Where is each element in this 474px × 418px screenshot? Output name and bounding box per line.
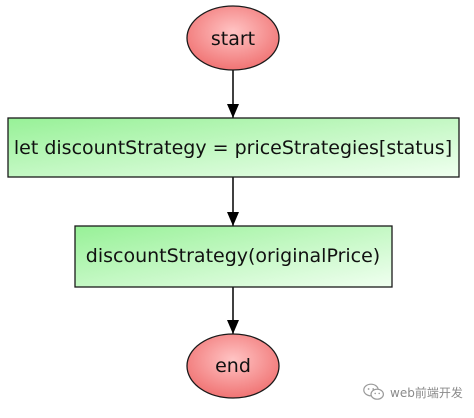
call-label: discountStrategy(originalPrice) bbox=[86, 245, 380, 267]
arrowhead-call-to-end bbox=[227, 320, 239, 334]
assign-node: let discountStrategy = priceStrategies[s… bbox=[7, 117, 460, 178]
arrowhead-assign-to-call bbox=[227, 212, 239, 226]
start-label: start bbox=[211, 28, 255, 50]
wechat-icon bbox=[363, 383, 384, 400]
end-node: end bbox=[186, 333, 280, 399]
call-node: discountStrategy(originalPrice) bbox=[74, 225, 393, 288]
start-node: start bbox=[186, 5, 280, 71]
arrowhead-start-to-assign bbox=[227, 104, 239, 118]
end-label: end bbox=[215, 355, 251, 377]
watermark: web前端开发 bbox=[363, 380, 463, 404]
watermark-text: web前端开发 bbox=[390, 385, 463, 400]
assign-label: let discountStrategy = priceStrategies[s… bbox=[14, 137, 452, 159]
